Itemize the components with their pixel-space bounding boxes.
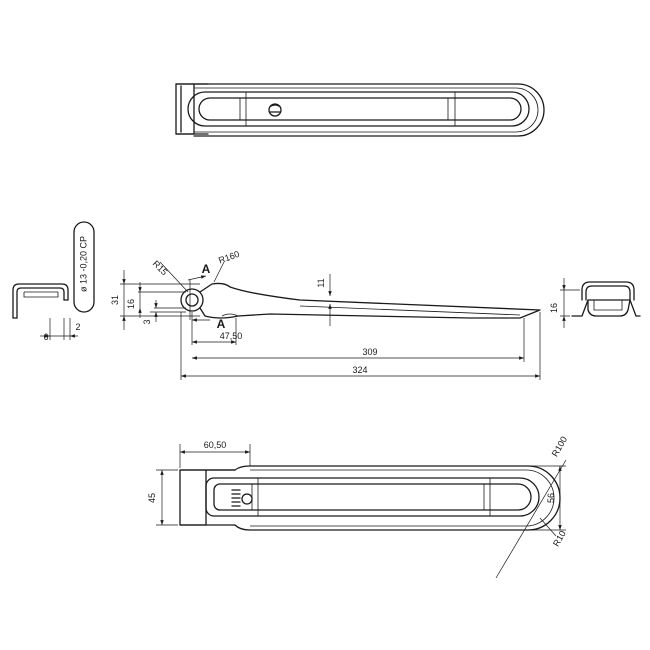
dim-radius-r100: R100: [550, 435, 569, 459]
top-view: [175, 83, 545, 137]
section-mark-bottom: A: [217, 317, 226, 331]
dim-hole-offset: 3: [142, 319, 152, 324]
dim-step-width: 6: [43, 332, 48, 342]
section-right: 16: [549, 278, 641, 328]
dim-inner-width: 56: [546, 493, 556, 503]
hole-detail: ø 13 -0,20 CP: [73, 221, 95, 313]
hole-tolerance-label: ø 13 -0,20 CP: [78, 236, 88, 292]
section-left: 6 2: [12, 283, 81, 342]
dim-thickness: 11: [316, 278, 326, 287]
dim-head-length: 60,50: [204, 440, 227, 450]
dim-radius-r160: R160: [217, 249, 241, 266]
dim-section-height: 16: [549, 303, 559, 313]
section-mark-top: A: [202, 262, 211, 276]
dim-hole-height: 16: [126, 299, 136, 309]
dim-hole-to-tip: 309: [362, 347, 377, 357]
bottom-view: 60,50 45 56 R100 R10: [147, 435, 569, 579]
dim-hole-to-step: 47,50: [220, 331, 243, 341]
side-view: A A R15 R160 11 31 16 3 47,50 309 324: [110, 249, 541, 380]
dim-radius-r10: R10: [551, 529, 568, 548]
dim-lip: 2: [75, 322, 80, 332]
dim-radius-r15: R15: [151, 259, 170, 278]
dim-overall-length: 324: [352, 365, 367, 375]
dim-overall-height: 31: [110, 295, 120, 305]
dim-width: 45: [147, 493, 157, 503]
